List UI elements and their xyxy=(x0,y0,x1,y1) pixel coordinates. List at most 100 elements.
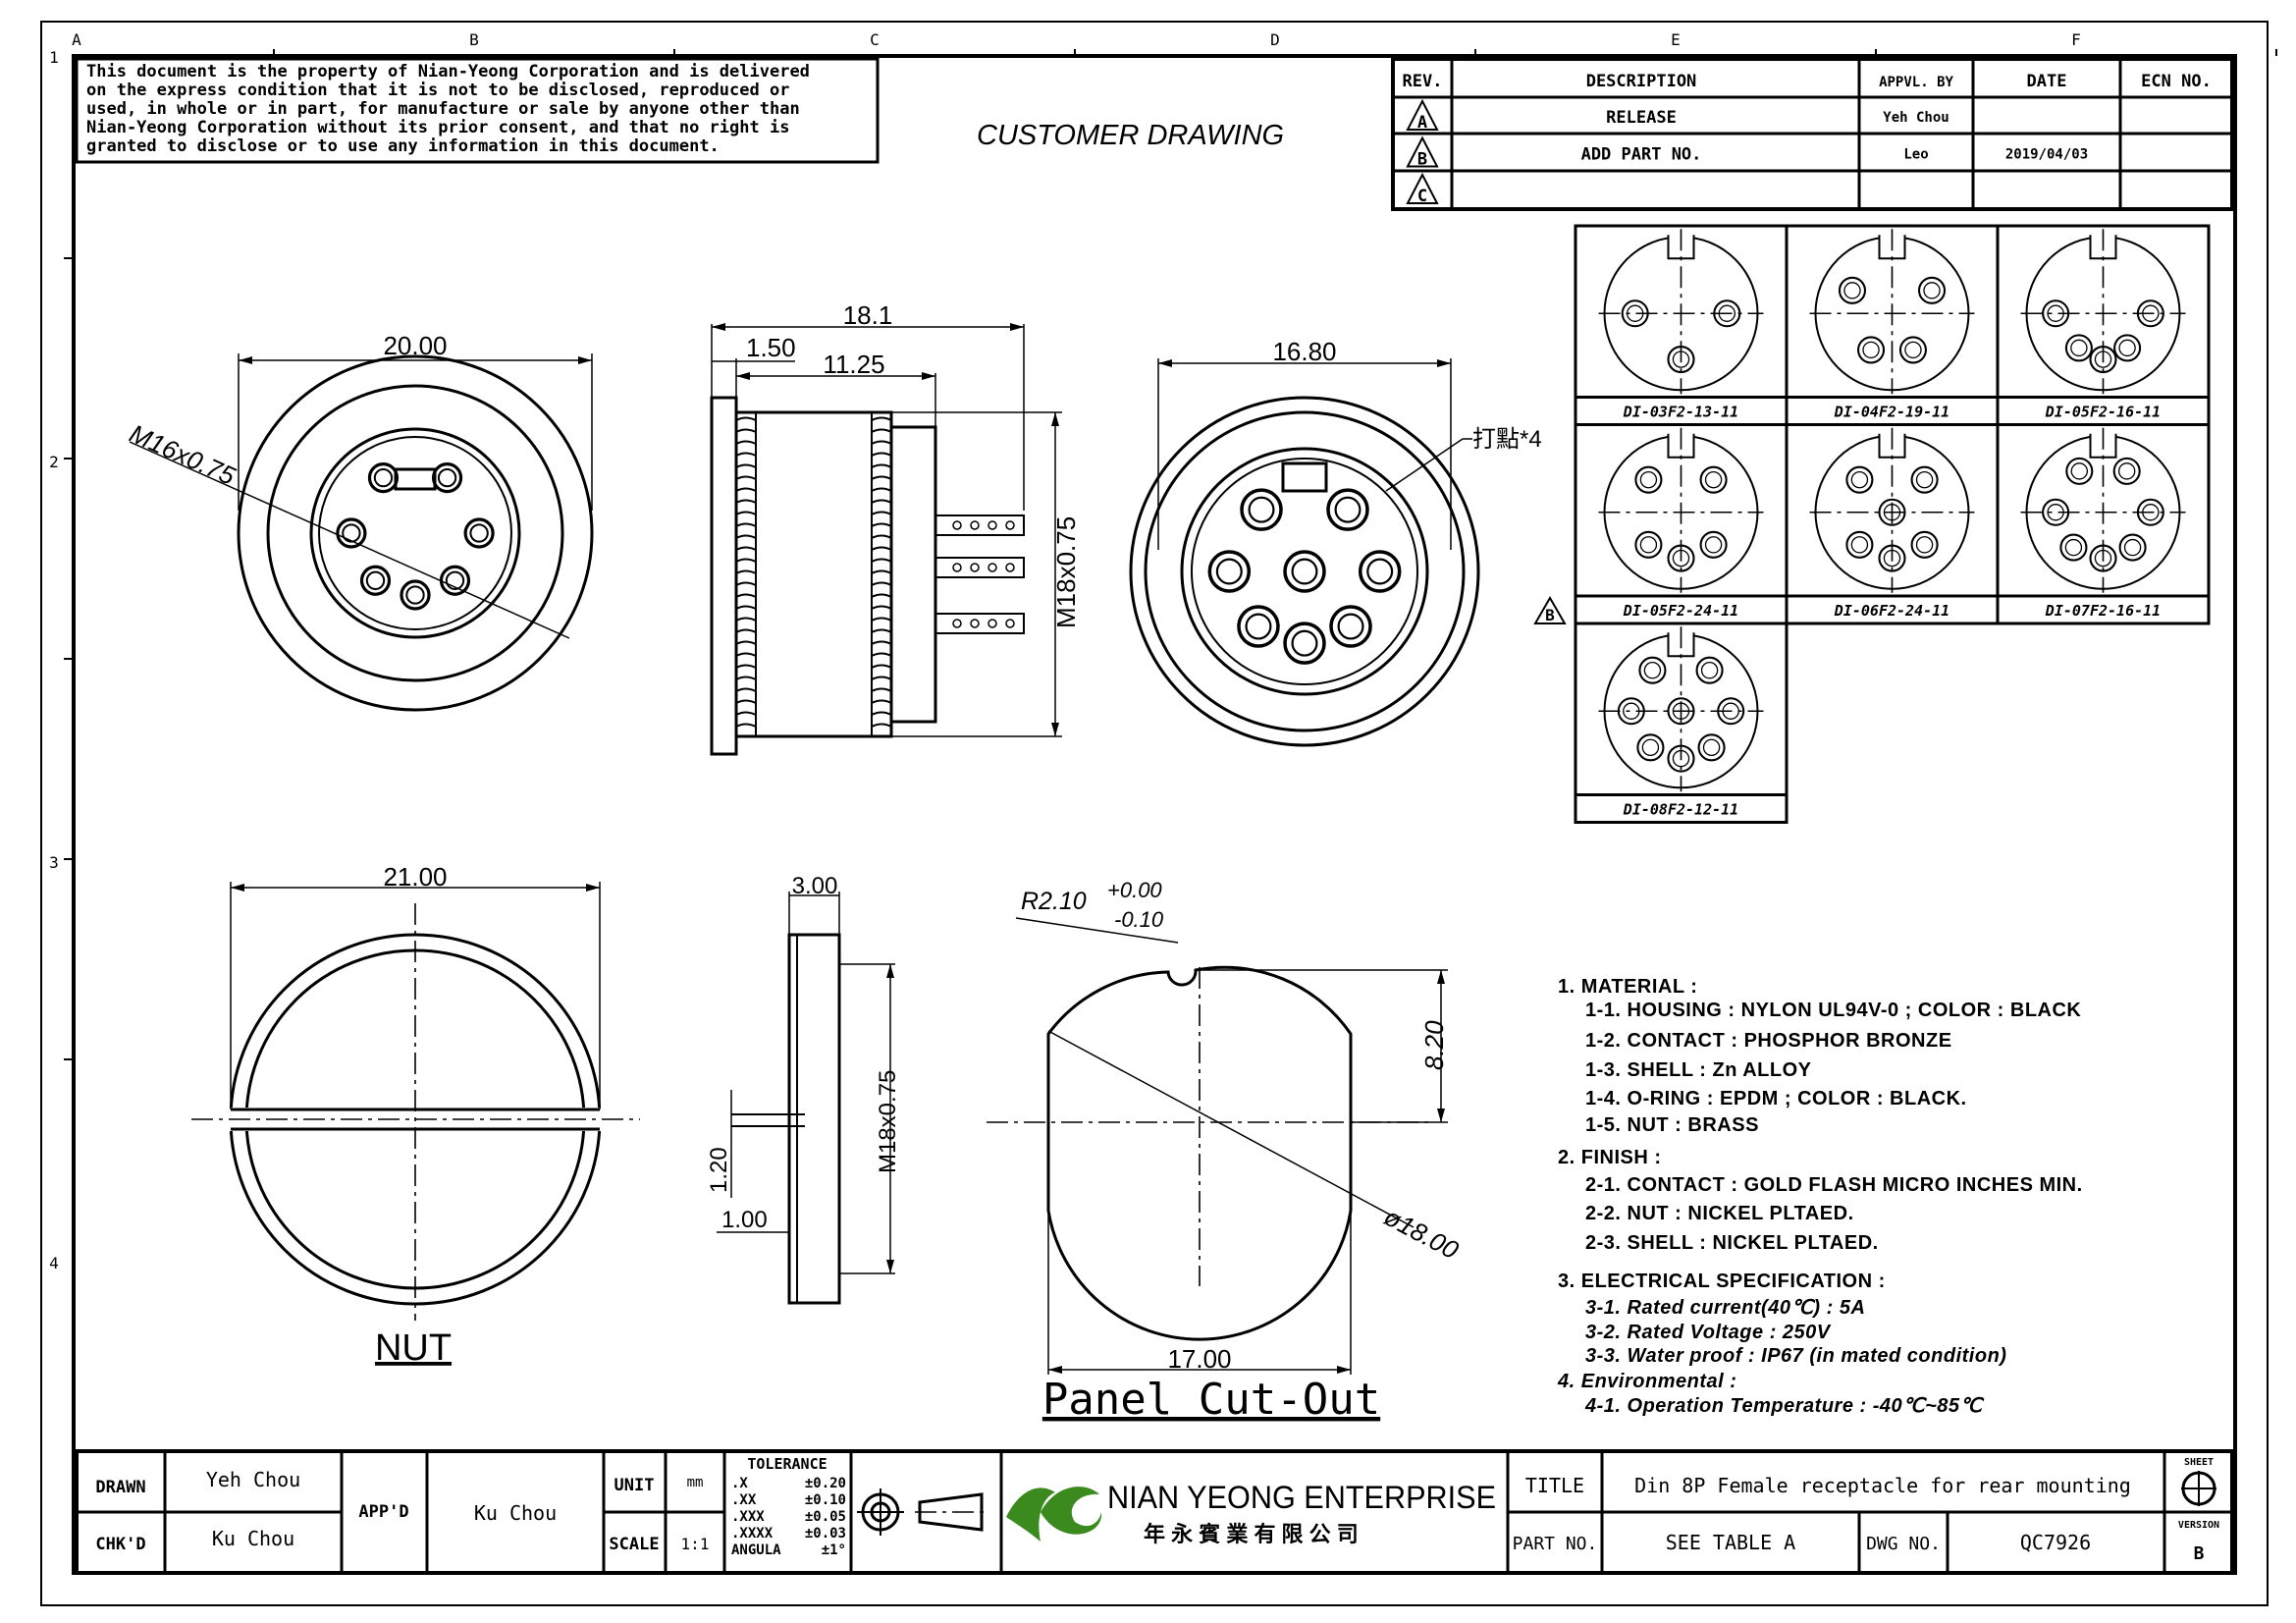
contact-pin xyxy=(1283,622,1326,665)
revision-triangle-icon xyxy=(1406,135,1439,168)
unit-value: mm xyxy=(687,1475,704,1490)
contact-pin xyxy=(2065,457,2094,485)
nut-view: 21.00 NUT xyxy=(191,862,640,1369)
rear-view: 16.80 打點*4 xyxy=(1129,337,1542,747)
note-line: 3-3. Water proof : IP67 (in mated condit… xyxy=(1585,1345,2006,1367)
note-line: 4. Environmental : xyxy=(1557,1371,1736,1392)
cutout-label: Panel Cut-Out xyxy=(1042,1375,1380,1425)
contact-pin xyxy=(1283,550,1326,593)
zone-column-label: E xyxy=(1671,30,1681,49)
contact-pin xyxy=(1845,530,1874,559)
contact-pin xyxy=(1617,697,1645,726)
drawn-label: DRAWN xyxy=(95,1478,145,1497)
contact-pin xyxy=(2042,299,2070,328)
part-cell: DI-05F2-16-11 xyxy=(1996,224,2211,426)
revision-description: RELEASE xyxy=(1606,108,1677,128)
dim-nut-thread: M18x0.75 xyxy=(875,1070,901,1173)
side-view: 18.1 1.50 11.25 M18x0.75 xyxy=(710,300,1081,756)
note-line: 1-4. O-RING : EPDM ; COLOR : BLACK. xyxy=(1585,1088,1967,1109)
contact-pin xyxy=(1240,488,1283,531)
tolerance-key: ANGULA xyxy=(731,1542,781,1558)
notice-line: used, in whole or in part, for manufactu… xyxy=(86,99,800,119)
note-line: 1-1. HOUSING : NYLON UL94V-0 ; COLOR : B… xyxy=(1585,1000,2081,1021)
svg-text:A: A xyxy=(1417,113,1427,133)
sheet-label: SHEET xyxy=(2184,1457,2214,1468)
contact-pin xyxy=(1358,550,1402,593)
dim-side-length: 18.1 xyxy=(843,300,893,330)
dim-nut-width: 21.00 xyxy=(383,862,447,892)
part-no-value: SEE TABLE A xyxy=(1666,1531,1795,1554)
revision-row: C xyxy=(1406,172,1439,206)
note-line: 2-3. SHELL : NICKEL PLTAED. xyxy=(1585,1232,1879,1254)
contact-pin xyxy=(359,565,392,596)
note-line: 2-2. NUT : NICKEL PLTAED. xyxy=(1585,1203,1854,1224)
svg-text:B: B xyxy=(1545,606,1555,624)
company-logo xyxy=(1006,1487,1102,1542)
svg-text:TOLERANCE: TOLERANCE xyxy=(747,1455,827,1473)
zone-row-label: 3 xyxy=(49,853,59,872)
contact-pin xyxy=(2089,544,2117,572)
zone-column-label: F xyxy=(2071,30,2081,49)
part-cell: DI-04F2-19-11 xyxy=(1785,224,2000,426)
svg-text:B: B xyxy=(1417,150,1427,170)
tolerance-value: ±0.03 xyxy=(805,1526,846,1542)
contact-pin xyxy=(1697,733,1726,762)
revision-row: A RELEASE Yeh Chou xyxy=(1406,98,1949,133)
part-number-label: DI-08F2-12-11 xyxy=(1623,801,1738,819)
contact-pin xyxy=(1917,276,1947,304)
note-line: 1-3. SHELL : Zn ALLOY xyxy=(1585,1059,1812,1081)
note-line: 2-1. CONTACT : GOLD FLASH MICRO INCHES M… xyxy=(1585,1174,2083,1196)
front-view: 20.00 M16x0.75 xyxy=(126,331,594,712)
tolerance-value: ±0.10 xyxy=(805,1492,846,1508)
revision-triangle-icon xyxy=(1406,98,1439,131)
contact-pin xyxy=(1699,530,1728,559)
contact-pin xyxy=(336,517,367,549)
revision-triangle-icon xyxy=(1406,172,1439,204)
contact-pin xyxy=(1878,544,1906,572)
contact-pin xyxy=(2136,498,2164,526)
dim-nut-b: 1.00 xyxy=(721,1207,768,1233)
company-name: NIAN YEONG ENTERPRISE xyxy=(1107,1480,1496,1515)
revision-approver: Yeh Chou xyxy=(1883,110,1949,126)
notice-line: on the express condition that it is not … xyxy=(86,81,789,100)
dim-cutout-dia: ø18.00 xyxy=(1379,1202,1464,1266)
contact-pin xyxy=(1713,299,1741,328)
contact-pin xyxy=(1329,605,1372,648)
rev-header: REV. xyxy=(1403,72,1443,91)
approved-value: Ku Chou xyxy=(474,1501,557,1525)
part-number-label: DI-06F2-24-11 xyxy=(1834,602,1949,620)
property-notice: This document is the property of Nian-Ye… xyxy=(75,57,880,164)
dim-side-thread: M18x0.75 xyxy=(1051,516,1081,628)
nut-side-view: M18x0.75 3.00 1.20 1.00 xyxy=(706,873,901,1305)
note-line: 3-1. Rated current(40℃) : 5A xyxy=(1585,1297,1865,1319)
part-cell: DI-06F2-24-11 xyxy=(1785,423,2000,625)
zone-row-label: 2 xyxy=(49,453,59,471)
note-line: 1. MATERIAL : xyxy=(1558,976,1697,998)
dim-cutout-width: 17.00 xyxy=(1167,1344,1231,1374)
tolerance-block: TOLERANCE.X±0.20.XX±0.10.XXX±0.05.XXXX±0… xyxy=(731,1455,846,1558)
unit-label: UNIT xyxy=(614,1476,655,1495)
scale-value: 1:1 xyxy=(681,1535,710,1553)
title-label: TITLE xyxy=(1525,1474,1584,1497)
contact-pin xyxy=(2118,533,2147,562)
contact-pin xyxy=(2059,533,2088,562)
contact-pin xyxy=(2113,334,2142,362)
ecn-header: ECN NO. xyxy=(2141,72,2212,91)
part-number-label: DI-04F2-19-11 xyxy=(1834,404,1949,421)
contact-pin xyxy=(1699,465,1728,494)
contact-pin xyxy=(1838,276,1867,304)
version-label: VERSION xyxy=(2178,1520,2219,1531)
note-line: 2. FINISH : xyxy=(1558,1147,1662,1168)
part-cell: DI-03F2-13-11 xyxy=(1574,224,1789,426)
zone-row-label: 1 xyxy=(49,48,59,67)
note-line: 1-5. NUT : BRASS xyxy=(1585,1114,1759,1136)
header-title: CUSTOMER DRAWING xyxy=(977,120,1284,151)
contact-pin xyxy=(2064,334,2093,362)
revision-approver: Leo xyxy=(1903,147,1928,163)
zone-column-label: A xyxy=(72,30,81,49)
approved-label: APP'D xyxy=(358,1502,408,1522)
tolerance-value: ±0.05 xyxy=(805,1509,846,1525)
note-line: 3-2. Rated Voltage : 250V xyxy=(1585,1322,1832,1343)
